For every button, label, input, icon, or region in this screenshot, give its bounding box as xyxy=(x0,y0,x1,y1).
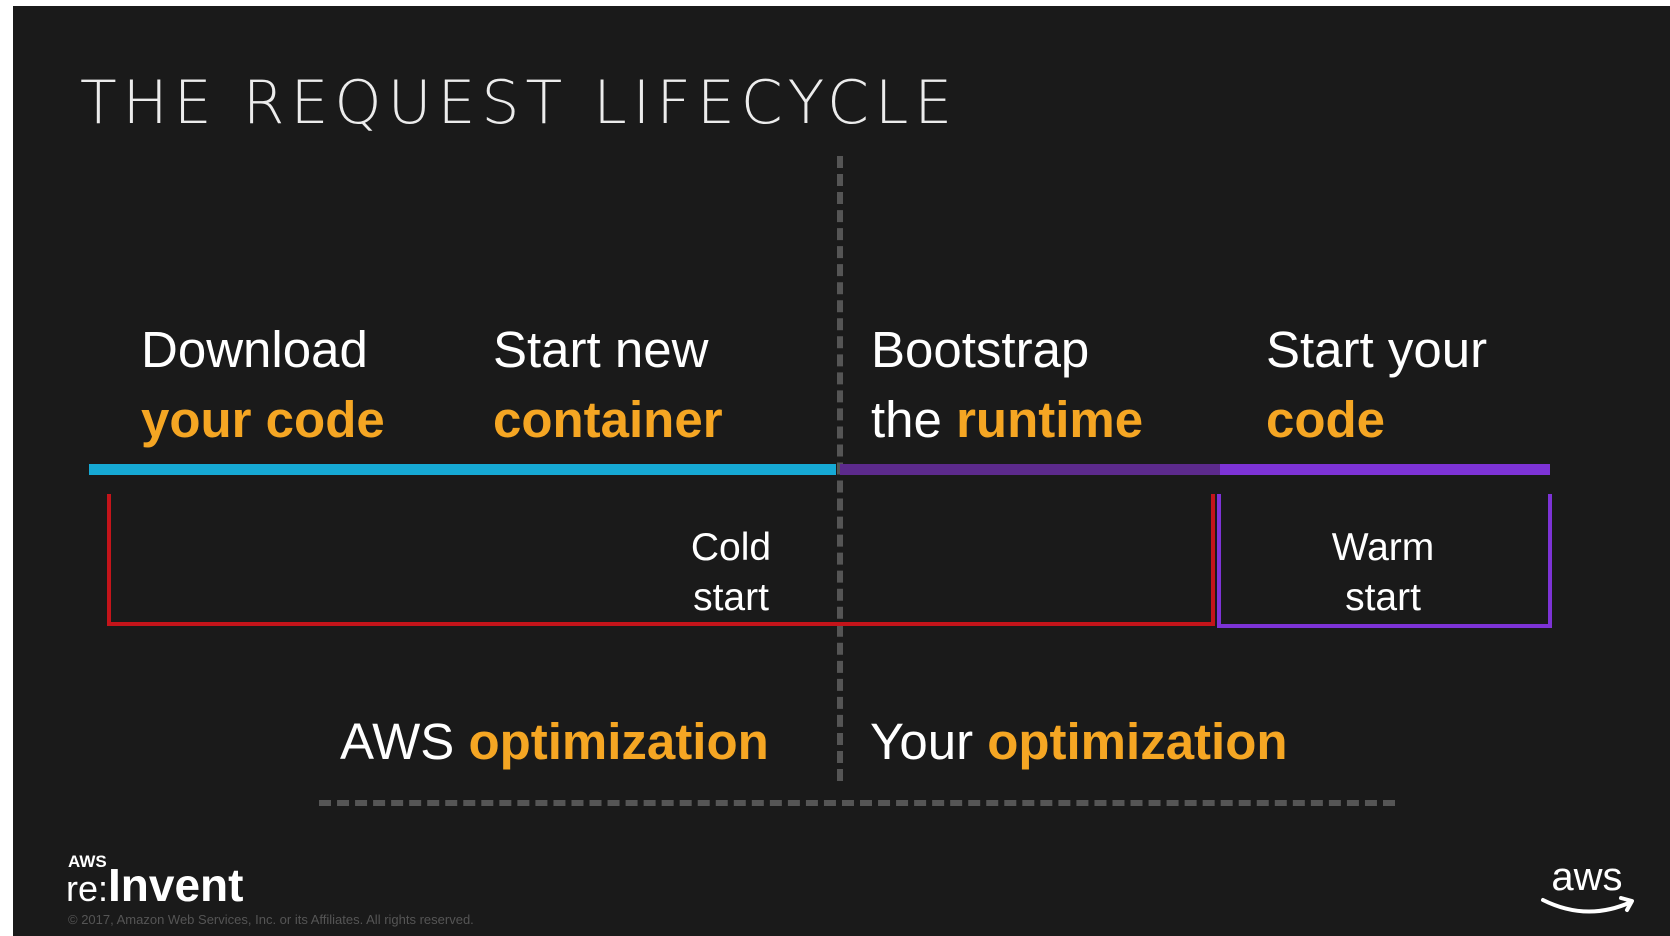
step-bootstrap: Bootstrap the runtime xyxy=(871,315,1143,455)
aws-optimization-hl: optimization xyxy=(468,713,769,770)
aws-optimization-pre: AWS xyxy=(340,713,469,770)
step-start-code-line1: Start your xyxy=(1266,321,1488,378)
bootstrap-timeline-bar xyxy=(840,464,1220,475)
cold-start-label: Cold start xyxy=(671,523,791,623)
step-download-line1: Download xyxy=(141,321,368,378)
cold-start-line2: start xyxy=(693,576,769,619)
aws-timeline-bar xyxy=(89,464,836,475)
warm-start-label: Warm start xyxy=(1308,523,1458,623)
your-optimization-label: Your optimization xyxy=(870,712,1288,771)
aws-smile-icon xyxy=(1541,898,1633,914)
step-bootstrap-line1: Bootstrap xyxy=(871,321,1090,378)
step-bootstrap-line2-pre: the xyxy=(871,391,957,448)
step-start-container: Start new container xyxy=(493,315,723,455)
reinvent-logo-aws: AWS xyxy=(68,852,107,871)
step-download: Download your code xyxy=(141,315,385,455)
step-start-container-line1: Start new xyxy=(493,321,709,378)
reinvent-logo: AWS re:Invent xyxy=(66,852,244,912)
warm-start-line2: start xyxy=(1345,576,1421,619)
bottom-dashed-line xyxy=(319,800,1395,806)
reinvent-logo-main: Invent xyxy=(108,859,244,911)
warm-start-line1: Warm xyxy=(1331,526,1435,569)
aws-arrow-icon xyxy=(1619,896,1634,912)
aws-logo: aws xyxy=(1541,855,1634,914)
step-bootstrap-line2: runtime xyxy=(956,391,1144,448)
reinvent-logo-prefix: re: xyxy=(66,868,109,909)
step-download-line2: your code xyxy=(141,391,385,448)
step-start-code: Start your code xyxy=(1266,315,1487,455)
warm-start-bracket xyxy=(1217,494,1552,628)
start-code-timeline-bar xyxy=(1220,464,1550,475)
step-start-container-line2: container xyxy=(493,391,723,448)
cold-start-bracket xyxy=(107,494,1215,626)
cold-start-line1: Cold xyxy=(690,526,772,569)
step-start-code-line2: code xyxy=(1266,391,1386,448)
slide: THE REQUEST LIFECYCLE Download your code… xyxy=(13,6,1670,936)
slide-title: THE REQUEST LIFECYCLE xyxy=(80,68,959,138)
aws-optimization-label: AWS optimization xyxy=(340,712,769,771)
your-optimization-pre: Your xyxy=(870,713,988,770)
aws-logo-text: aws xyxy=(1551,855,1622,899)
step-bootstrap-line2-wrap: the runtime xyxy=(871,385,1143,455)
copyright-text: © 2017, Amazon Web Services, Inc. or its… xyxy=(68,912,474,927)
your-optimization-hl: optimization xyxy=(987,713,1288,770)
